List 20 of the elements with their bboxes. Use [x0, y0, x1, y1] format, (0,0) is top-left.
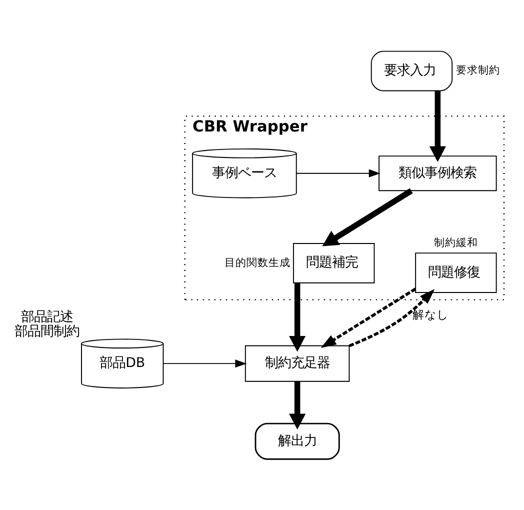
- node-label: 部品間制約: [14, 324, 80, 340]
- arrow: [296, 169, 380, 178]
- node-label: 目的関数生成: [224, 256, 290, 269]
- node-box: 要求入力: [370, 50, 453, 92]
- arrow: [162, 360, 247, 368]
- node-box: 問題修復: [415, 252, 497, 293]
- arrow: [429, 90, 446, 162]
- arrow: [320, 288, 416, 348]
- node-box: 類似事例検索: [378, 156, 497, 192]
- node-label: 要求制約: [456, 64, 500, 77]
- node-label: 制約緩和: [434, 237, 478, 250]
- node-box: 解出力: [254, 422, 340, 460]
- arrow: [322, 188, 413, 246]
- edge-label: 解なし: [412, 308, 448, 322]
- node-label: 部品記述: [20, 310, 73, 326]
- arrow: [289, 282, 306, 352]
- node-box: 問題補完: [293, 242, 375, 284]
- arrow: [289, 381, 306, 430]
- arrow: [348, 289, 435, 348]
- node-box: 制約充足器: [244, 345, 350, 382]
